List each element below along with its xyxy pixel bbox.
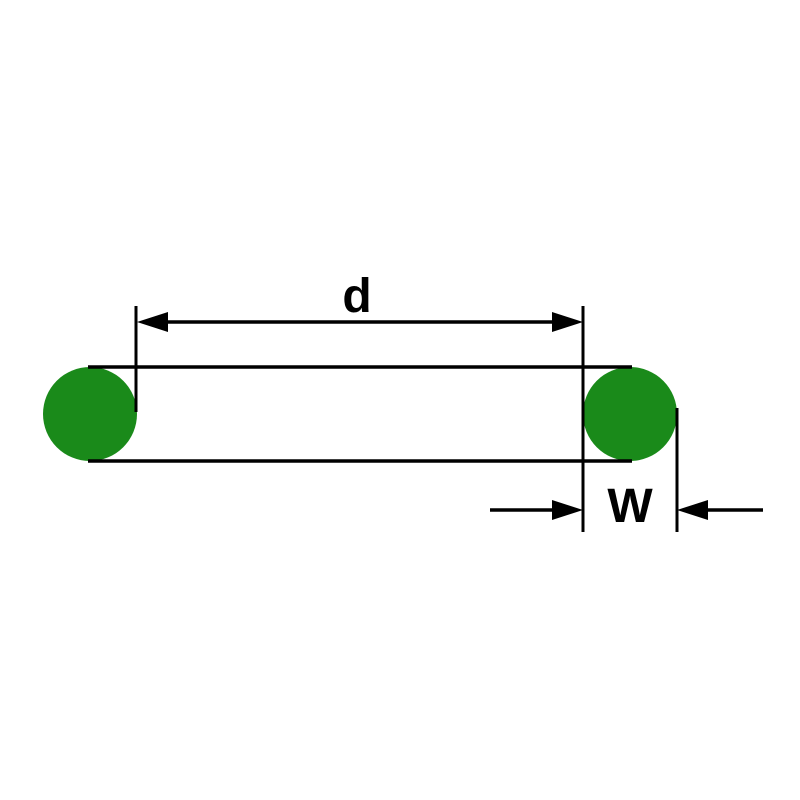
w-arrowhead-left-icon: [552, 500, 583, 520]
oring-right-cross-section-circle: [583, 367, 677, 461]
inner-diameter-label: d: [342, 270, 371, 323]
d-arrowhead-left-icon: [137, 312, 168, 332]
oring-left-cross-section-circle: [43, 367, 137, 461]
d-arrowhead-right-icon: [552, 312, 583, 332]
w-arrowhead-right-icon: [677, 500, 708, 520]
cross-section-width-label: W: [607, 480, 653, 533]
